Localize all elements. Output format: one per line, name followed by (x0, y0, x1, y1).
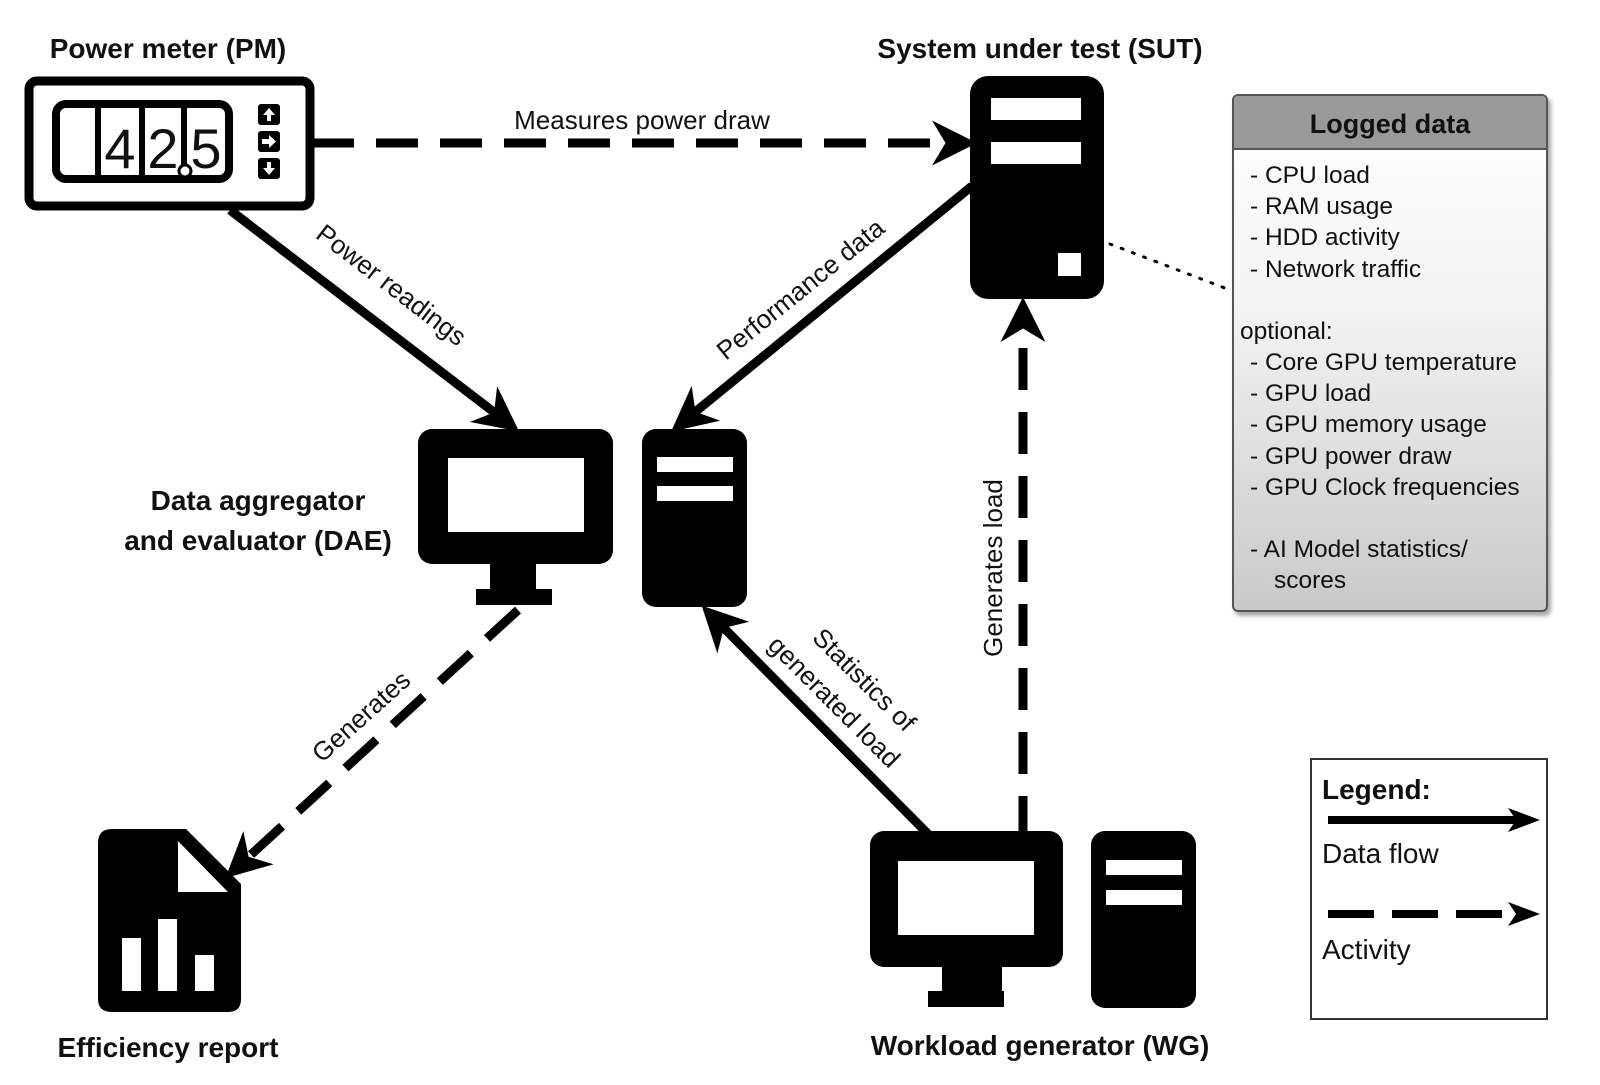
logged-item: - HDD activity (1250, 224, 1400, 252)
edge-power-readings (227, 206, 520, 432)
wg-title: Workload generator (WG) (871, 1030, 1210, 1061)
dae-title-line2: and evaluator (DAE) (124, 525, 392, 556)
optional-item: - GPU Clock frequencies (1250, 473, 1520, 501)
display-digit-tens: 4 (104, 117, 135, 180)
optional-item: - GPU load (1250, 380, 1372, 408)
logged-data-connector (1108, 242, 1232, 292)
logged-data-title: Logged data (1234, 96, 1546, 150)
sut-title: System under test (SUT) (877, 33, 1202, 64)
down-button-icon (258, 158, 280, 179)
report-title: Efficiency report (58, 1032, 279, 1063)
wg-computer-tower-icon (1091, 831, 1196, 1008)
legend-title: Legend: (1322, 774, 1431, 805)
edge-statistics (701, 605, 934, 840)
ai-stats-item: - AI Model statistics/ (1250, 536, 1468, 564)
legend-dashed-arrow-icon (1328, 902, 1540, 926)
logged-item: - CPU load (1250, 162, 1370, 189)
edge-generates (225, 606, 522, 879)
optional-item: - Core GPU temperature (1250, 349, 1517, 377)
legend-label-activity: Activity (1322, 934, 1411, 965)
edge-performance-data (671, 182, 975, 432)
label-generates-load: Generates load (978, 479, 1008, 657)
logged-item: - Network traffic (1250, 255, 1422, 283)
ai-stats-item-continued: scores (1274, 567, 1347, 595)
wg-monitor-icon (870, 831, 1063, 1007)
power-meter-title: Power meter (PM) (50, 33, 287, 64)
power-meter-icon: 4 2 5 (24, 76, 315, 211)
right-button-icon (258, 131, 280, 152)
computer-tower-icon (642, 429, 747, 607)
logged-data-list: - CPU load - RAM usage - HDD activity - … (1234, 150, 1546, 596)
dae-title-line1: Data aggregator (151, 485, 366, 516)
display-digit-tenths: 5 (190, 117, 221, 180)
label-performance-data: Performance data (711, 212, 891, 366)
logged-item: - RAM usage (1250, 193, 1393, 221)
display-digit-ones: 2 (147, 117, 178, 180)
optional-label: optional: (1240, 317, 1333, 345)
legend-label-data-flow: Data flow (1322, 838, 1439, 869)
server-tower-icon (970, 76, 1104, 299)
report-chart-icon (98, 829, 241, 1012)
legend-solid-arrow-icon (1328, 808, 1540, 832)
monitor-icon (418, 429, 613, 605)
up-button-icon (258, 104, 280, 125)
decimal-point-icon (177, 163, 193, 179)
logged-data-panel: Logged data - CPU load - RAM usage - HDD… (1232, 94, 1548, 612)
optional-item: - GPU memory usage (1250, 411, 1487, 439)
legend: Legend: Data flow Activity (1310, 758, 1548, 1020)
label-measures-power: Measures power draw (514, 105, 770, 135)
optional-item: - GPU power draw (1250, 442, 1452, 470)
